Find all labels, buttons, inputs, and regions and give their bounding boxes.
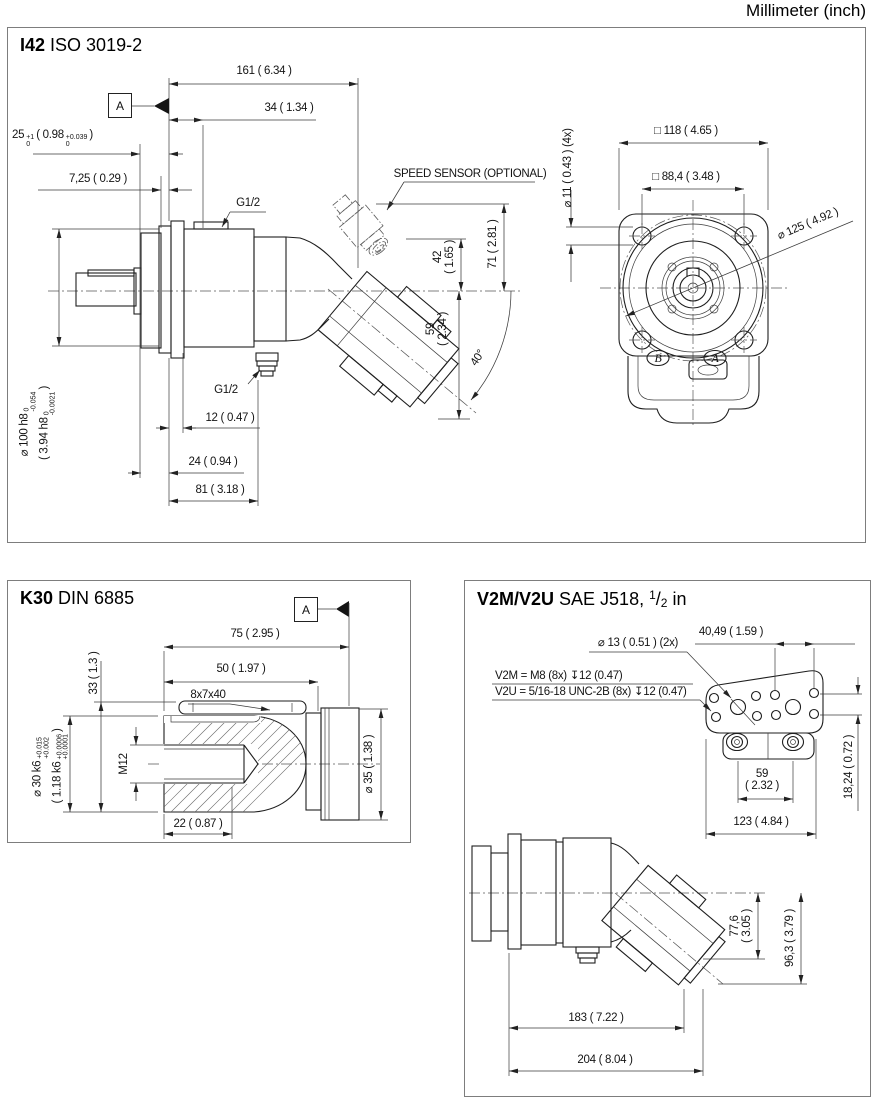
i42-drawing: .o{fill:none;stroke:#1e1e1e;stroke-width… <box>33 78 854 506</box>
datum-triangle-icon <box>154 98 169 114</box>
i42-dimensions <box>33 78 535 506</box>
dim-161-label: 161 ( 6.34 ) <box>236 65 292 77</box>
dim-4049-label: 40,49 ( 1.59 ) <box>698 626 764 638</box>
i42-title: I42 ISO 3019-2 <box>20 35 142 56</box>
k30-title: K30 DIN 6885 <box>20 588 134 609</box>
thread-v2u-label: V2U = 5/16-18 UNC-2B (8x) ↧12 (0.47) <box>495 686 687 698</box>
port-a-label: A <box>711 351 719 365</box>
v2m-port-plate <box>705 670 824 760</box>
v2m-dimensions <box>492 641 862 1076</box>
dim-71-label: 71 ( 2.81 ) <box>487 219 499 269</box>
dim-118-label: □ 118 ( 4.65 ) <box>654 125 718 137</box>
dim-33-label: 33 ( 1.3 ) <box>88 651 100 695</box>
i42-title-std: ISO 3019-2 <box>45 35 143 55</box>
k30-title-code: K30 <box>20 588 54 608</box>
i42-valve-segment <box>317 270 460 408</box>
dim-42-label: 42( 1.65 ) <box>432 239 456 275</box>
v2m-title-code: V2M/V2U <box>477 589 555 609</box>
dim-11-label: ⌀ 11 ( 0.43 ) (4x) <box>562 128 574 208</box>
dim-59-label: 59( 2.34 ) <box>425 311 449 347</box>
panel-k30: .o2{fill:none;stroke:#1e1e1e;stroke-widt… <box>7 580 411 843</box>
datum-triangle-icon <box>336 601 349 617</box>
dim-963-label: 96,3 ( 3.79 ) <box>784 908 796 968</box>
dim-81-label: 81 ( 3.18 ) <box>195 484 245 496</box>
k30-dimensions <box>63 601 388 839</box>
shaft-dia-30-label: ⌀ 30 k6+0.015+0.002 ( 1.18 k6+0.0006+0.0… <box>31 728 70 804</box>
port-g12-top-label: G1/2 <box>236 197 260 209</box>
port-g12-bottom-label: G1/2 <box>214 384 238 396</box>
dim-34-label: 34 ( 1.34 ) <box>264 102 314 114</box>
k30-title-std: DIN 6885 <box>53 588 135 608</box>
dim-183-label: 183 ( 7.22 ) <box>568 1012 624 1024</box>
i42-flange-front-view <box>566 140 854 424</box>
dim-776-label: 77,6( 3.05 ) <box>729 908 753 944</box>
dim-123-label: 123 ( 4.84 ) <box>733 816 789 828</box>
dim-12-label: 12 ( 0.47 ) <box>205 412 255 424</box>
dim-59-label: 59( 2.32 ) <box>744 768 780 792</box>
port-b-label: B <box>654 351 662 365</box>
speed-sensor-label: SPEED SENSOR (OPTIONAL) <box>393 168 547 180</box>
i42-centerlines <box>48 200 790 428</box>
k30-shaft-section <box>162 700 360 821</box>
i42-datum-a: A <box>108 93 132 118</box>
thread-m12-label: M12 <box>118 753 130 775</box>
thread-v2m-label: V2M = M8 (8x) ↧12 (0.47) <box>495 670 623 682</box>
units-label: Millimeter (inch) <box>746 1 866 20</box>
dim-1824-label: 18,24 ( 0.72 ) <box>843 734 855 800</box>
i42-motor-side-view <box>75 220 353 377</box>
panel-v2m: .o3{fill:none;stroke:#1e1e1e;stroke-widt… <box>464 580 871 1097</box>
v2m-title: V2M/V2U SAE J518, 1/2 in <box>477 588 687 610</box>
dim-24-label: 24 ( 0.94 ) <box>188 456 238 468</box>
dim-204-label: 204 ( 8.04 ) <box>577 1054 633 1066</box>
dim-13-label: ⌀ 13 ( 0.51 ) (2x) <box>597 637 679 649</box>
i42-speed-sensor <box>332 194 389 256</box>
dim-7-25-label: 7,25 ( 0.29 ) <box>68 173 128 185</box>
dim-35-label: ⌀ 35 ( 1.38 ) <box>363 734 375 794</box>
v2m-drawing: .o3{fill:none;stroke:#1e1e1e;stroke-widt… <box>469 641 862 1076</box>
v2m-motor-side-view <box>469 833 767 986</box>
dim-50-label: 50 ( 1.97 ) <box>216 663 266 675</box>
dim-75-label: 75 ( 2.95 ) <box>230 628 280 640</box>
key-8x7x40-label: 8x7x40 <box>190 689 226 701</box>
i42-title-code: I42 <box>20 35 46 55</box>
panel-i42: .o{fill:none;stroke:#1e1e1e;stroke-width… <box>7 27 866 543</box>
k30-datum-a: A <box>294 597 318 622</box>
v2m-bolt-holes <box>708 687 820 726</box>
dim-88-label: □ 88,4 ( 3.48 ) <box>652 171 720 183</box>
k30-drawing: .o2{fill:none;stroke:#1e1e1e;stroke-widt… <box>63 601 388 839</box>
dim-22-label: 22 ( 0.87 ) <box>173 818 223 830</box>
